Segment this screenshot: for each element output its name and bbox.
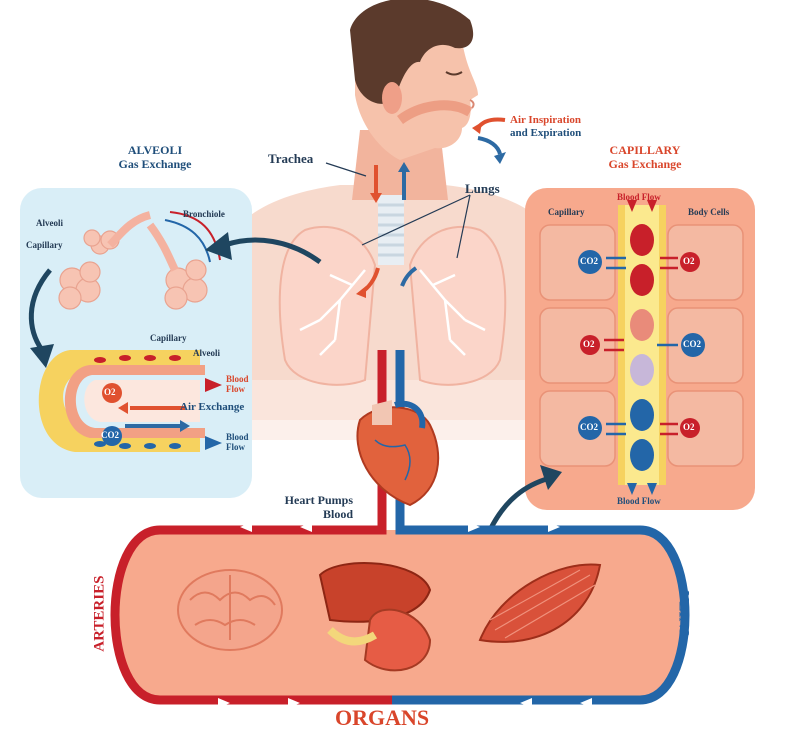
- veins-label: VEINS: [675, 590, 692, 637]
- o2-cap-2: O2: [583, 339, 595, 349]
- heart-label-line2: Blood: [322, 506, 353, 521]
- o2-cap-1: O2: [683, 256, 695, 266]
- blood-flow-2-line1: Blood: [226, 432, 249, 442]
- capillary-panel: [525, 188, 755, 510]
- organs-label: ORGANS: [335, 705, 430, 730]
- brain-illustration: [177, 569, 283, 651]
- co2-alveoli-label: CO2: [101, 430, 119, 440]
- capillary-small-label: Capillary: [26, 240, 63, 250]
- air-inspiration-text: Air Inspiration: [510, 114, 582, 126]
- arteries-label: ARTERIES: [91, 575, 108, 652]
- co2-cap-3: CO2: [580, 422, 598, 432]
- blood-flow-1-line2: Flow: [226, 384, 245, 395]
- capillary-mid-label: Capillary: [150, 333, 187, 343]
- lungs-label: Lungs: [465, 181, 500, 196]
- alveoli-title: ALVEOLI Gas Exchange: [95, 143, 215, 172]
- o2-cap-3: O2: [683, 422, 695, 432]
- lungs-illustration: [278, 195, 507, 386]
- pointer-lines: [325, 162, 471, 259]
- blood-flow-label-1: Blood Flow: [226, 374, 249, 395]
- capillary-title-line1: CAPILLARY: [609, 143, 681, 157]
- capillary-title: CAPILLARY Gas Exchange: [590, 143, 700, 172]
- heart-label: Heart Pumps Blood: [263, 493, 353, 522]
- air-expiration-text: and Expiration: [510, 126, 582, 139]
- co2-cap-1: CO2: [580, 256, 598, 266]
- heart-label-line1: Heart Pumps: [284, 493, 353, 507]
- alveoli-mid-label: Alveoli: [193, 348, 220, 358]
- alveoli-title-line1: ALVEOLI: [127, 143, 183, 157]
- alveoli-panel: [20, 188, 252, 498]
- liver-stomach-illustration: [318, 562, 432, 672]
- air-flow-arrows: [356, 117, 506, 298]
- capillary-title-line2: Gas Exchange: [608, 156, 682, 171]
- bronchiole-label: Bronchiole: [183, 209, 225, 219]
- alveoli-title-line2: Gas Exchange: [118, 156, 192, 171]
- air-flow-label: Air Inspiration and Expiration: [510, 114, 581, 139]
- trachea-label: Trachea: [268, 151, 314, 166]
- capillary-panel-capillary-label: Capillary: [548, 207, 585, 217]
- air-exchange-label: Air Exchange: [180, 401, 245, 413]
- blood-flow-label-2: Blood Flow: [226, 432, 249, 453]
- blood-flow-1-line1: Blood: [226, 374, 249, 384]
- blood-flow-2-line2: Flow: [226, 442, 245, 453]
- body-cells-label: Body Cells: [688, 207, 730, 217]
- heart-illustration: [356, 400, 440, 507]
- blood-flow-bottom-label: Blood Flow: [617, 496, 661, 506]
- o2-alveoli-label: O2: [104, 387, 116, 397]
- alveoli-small-label: Alveoli: [36, 218, 63, 228]
- organs-illustrations: [177, 562, 602, 672]
- muscle-illustration: [478, 563, 602, 643]
- co2-cap-2: CO2: [683, 339, 701, 349]
- flow-arrows: [28, 237, 551, 532]
- blood-flow-top-label: Blood Flow: [617, 192, 661, 202]
